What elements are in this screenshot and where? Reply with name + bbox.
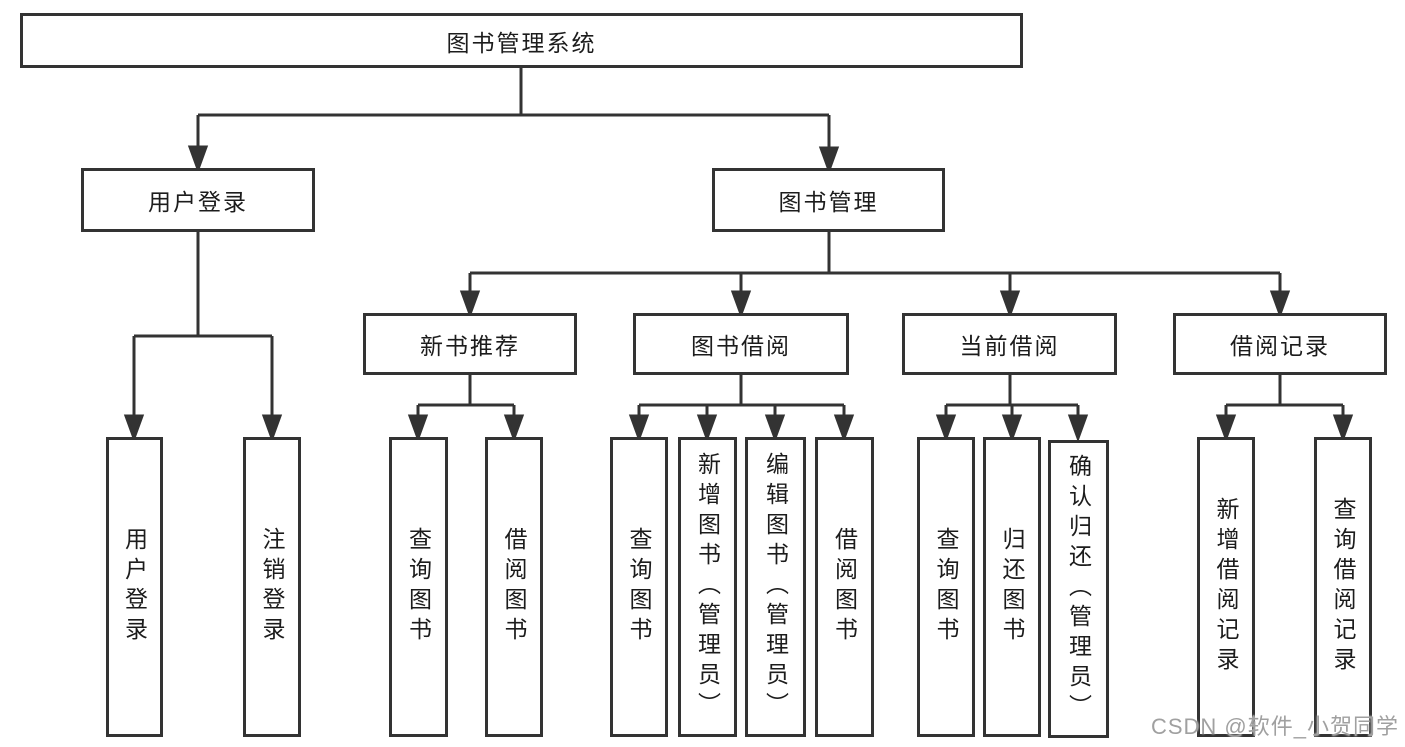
leaf-confirm-return-admin: 确认归还（管理员）	[1048, 440, 1109, 738]
leaf-edit-books-admin: 编辑图书（管理员）	[745, 437, 806, 737]
leaf-query-books-1: 查询图书	[389, 437, 448, 737]
leaf-borrow-books-1: 借阅图书	[485, 437, 543, 737]
node-label: 新书推荐	[420, 333, 520, 359]
leaf-borrow-books-2: 借阅图书	[815, 437, 874, 737]
leaf-query-books-3: 查询图书	[917, 437, 975, 737]
node-user-login: 用户登录	[81, 168, 315, 232]
node-label: 借阅图书	[831, 527, 858, 647]
node-label: 新增借阅记录	[1213, 497, 1239, 677]
node-label: 图书管理	[778, 189, 879, 215]
connector-user-login-children	[123, 232, 283, 443]
node-label: 图书管理系统	[446, 29, 597, 56]
node-library-management-system: 图书管理系统	[20, 13, 1023, 68]
node-label: 当前借阅	[959, 333, 1060, 359]
node-label: 查询图书	[933, 527, 959, 647]
node-label: 图书借阅	[691, 333, 791, 359]
node-current-borrow: 当前借阅	[902, 313, 1117, 375]
node-label: 查询图书	[626, 527, 652, 647]
node-label: 归还图书	[999, 527, 1025, 647]
leaf-logout: 注销登录	[243, 437, 301, 737]
node-label: 查询借阅记录	[1330, 497, 1356, 677]
connector-book-borrow-children	[628, 375, 855, 443]
leaf-user-login: 用户登录	[106, 437, 163, 737]
csdn-watermark: CSDN @软件_小贺同学	[1150, 714, 1399, 739]
node-new-book-recommend: 新书推荐	[363, 313, 577, 375]
node-label: 编辑图书（管理员）	[762, 452, 789, 722]
connector-borrow-record-children	[1215, 375, 1354, 443]
node-label: 新增图书（管理员）	[694, 452, 721, 722]
leaf-add-borrow-record: 新增借阅记录	[1197, 437, 1255, 737]
node-label: 用户登录	[121, 527, 148, 647]
leaf-query-borrow-record: 查询借阅记录	[1314, 437, 1372, 737]
node-label: 借阅记录	[1230, 333, 1330, 359]
node-label: 确认归还（管理员）	[1065, 454, 1092, 724]
connector-root-to-level2	[187, 68, 840, 175]
node-label: 用户登录	[148, 189, 248, 215]
connector-current-borrow-children	[935, 375, 1089, 443]
connector-new-book-children	[407, 375, 525, 443]
node-book-management: 图书管理	[712, 168, 945, 232]
node-borrow-record: 借阅记录	[1173, 313, 1387, 375]
leaf-add-books-admin: 新增图书（管理员）	[678, 437, 737, 737]
node-label: 注销登录	[259, 527, 285, 647]
leaf-return-books: 归还图书	[983, 437, 1041, 737]
connector-book-mgmt-level3	[459, 232, 1291, 319]
node-label: 查询图书	[405, 527, 432, 647]
leaf-query-books-2: 查询图书	[610, 437, 668, 737]
node-label: 借阅图书	[501, 527, 527, 647]
node-book-borrow: 图书借阅	[633, 313, 849, 375]
